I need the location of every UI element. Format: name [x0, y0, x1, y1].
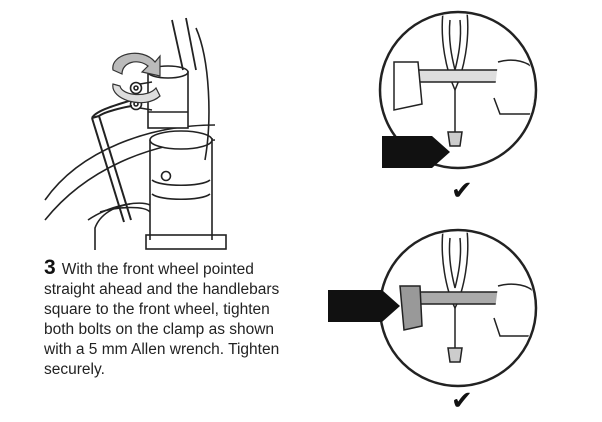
clockwise-rotation-arrow — [112, 52, 161, 104]
bottom-detail-inset — [328, 228, 538, 388]
main-illustration — [44, 17, 227, 250]
pointer-arrow-bottom — [328, 290, 400, 322]
top-check-mark: ✔ — [451, 176, 473, 206]
step-number: 3 — [44, 256, 56, 279]
step-text: With the front wheel pointed straight ah… — [44, 261, 280, 378]
pointer-arrow-top — [382, 136, 450, 168]
top-detail-inset — [378, 10, 538, 170]
bottom-check-mark: ✔ — [451, 386, 473, 416]
